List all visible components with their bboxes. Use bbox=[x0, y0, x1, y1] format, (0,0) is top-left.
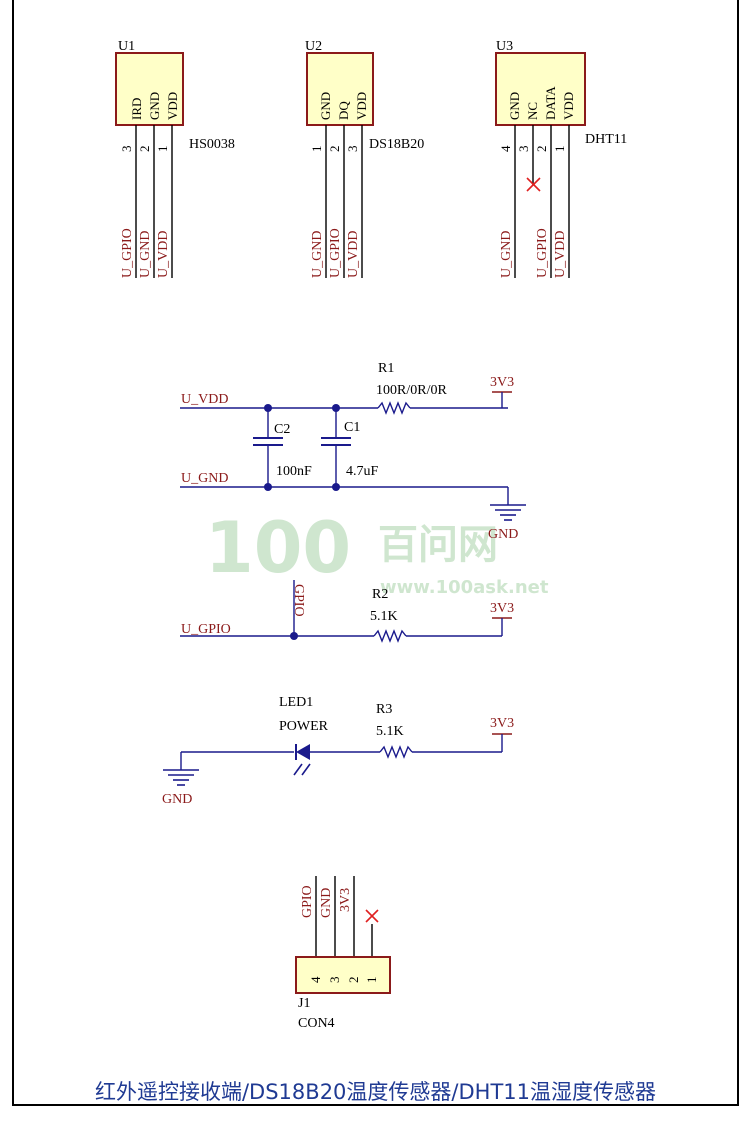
j1-pinno-3: 3 bbox=[327, 977, 342, 984]
j1-net-gpio: GPIO bbox=[300, 885, 315, 918]
no-connect-icon bbox=[526, 177, 541, 192]
r3-ref: R3 bbox=[376, 702, 392, 717]
u3-net-gnd: U_GND bbox=[499, 231, 514, 278]
u2-pin-gnd: GND bbox=[318, 92, 333, 120]
u2-pinno-1: 1 bbox=[309, 146, 324, 153]
c1-capacitor[interactable]: C1 4.7uF bbox=[321, 408, 379, 487]
j1-body bbox=[295, 956, 391, 994]
u3-pin-nc: NC bbox=[525, 102, 540, 120]
u1-pinno-1: 1 bbox=[155, 146, 170, 153]
u3-pin-gnd: GND bbox=[507, 92, 522, 120]
net-3v3-2: 3V3 bbox=[490, 601, 514, 616]
u2-pin-vdd: VDD bbox=[354, 92, 369, 120]
net-gnd-2: GND bbox=[162, 792, 192, 807]
u3-dht11[interactable]: U3 GND NC DATA VDD 4 3 2 1 DHT11 U_GND U… bbox=[495, 39, 627, 278]
j1-connector[interactable]: GPIO GND 3V3 4 3 2 1 J1 CON4 bbox=[295, 876, 391, 1031]
u3-net-gpio: U_GPIO bbox=[535, 228, 550, 278]
u1-pinno-2: 2 bbox=[137, 146, 152, 153]
u1-value: HS0038 bbox=[189, 137, 235, 152]
j1-pinno-1: 1 bbox=[364, 977, 379, 984]
u2-net-vdd: U_VDD bbox=[346, 231, 361, 278]
u3-net-vdd: U_VDD bbox=[553, 231, 568, 278]
u1-pinno-3: 3 bbox=[119, 146, 134, 153]
u1-pin-vdd: VDD bbox=[165, 92, 180, 120]
u1-net-vdd: U_VDD bbox=[156, 231, 171, 278]
c2-value: 100nF bbox=[276, 464, 312, 479]
u3-body bbox=[495, 52, 586, 126]
net-3v3-3: 3V3 bbox=[490, 716, 514, 731]
u3-pin-vdd: VDD bbox=[561, 92, 576, 120]
schematic-caption: 红外遥控接收端/DS18B20温度传感器/DHT11温湿度传感器 bbox=[94, 1080, 656, 1104]
u1-hs0038[interactable]: U1 IRD GND VDD 3 2 1 HS0038 U_GPIO U_GND… bbox=[115, 39, 235, 278]
j1-pinno-4: 4 bbox=[308, 976, 323, 983]
u3-pinno-2: 2 bbox=[534, 146, 549, 153]
ground-icon: GND bbox=[488, 487, 526, 542]
watermark-logo: 100 bbox=[205, 507, 351, 589]
u1-pin-gnd: GND bbox=[147, 92, 162, 120]
led1-ref: LED1 bbox=[279, 695, 313, 710]
c2-ref: C2 bbox=[274, 422, 290, 437]
u2-pinno-2: 2 bbox=[327, 146, 342, 153]
u1-net-gpio: U_GPIO bbox=[120, 228, 135, 278]
power-led[interactable]: LED1 POWER GND R3 5.1K 3V3 bbox=[162, 695, 514, 807]
u2-ref: U2 bbox=[305, 39, 322, 54]
j1-pinno-2: 2 bbox=[346, 977, 361, 984]
ground-icon-led: GND bbox=[162, 752, 199, 807]
led-icon bbox=[293, 744, 311, 776]
r1-value: 100R/0R/0R bbox=[376, 383, 447, 398]
watermark-url: www.100ask.net bbox=[380, 577, 549, 598]
no-connect-icon bbox=[365, 909, 379, 923]
c1-ref: C1 bbox=[344, 420, 360, 435]
u2-body bbox=[306, 52, 374, 126]
net-u-vdd: U_VDD bbox=[181, 392, 228, 407]
net-gpio-flag: GPIO bbox=[291, 584, 306, 617]
j1-net-gnd: GND bbox=[319, 888, 334, 918]
net-u-gpio: U_GPIO bbox=[181, 622, 231, 637]
net-gnd-1: GND bbox=[488, 527, 518, 542]
r2-value: 5.1K bbox=[370, 609, 398, 624]
u3-ref: U3 bbox=[496, 39, 513, 54]
watermark-cn: 百问网 bbox=[378, 522, 498, 568]
j1-value: CON4 bbox=[298, 1016, 335, 1031]
c2-capacitor[interactable]: C2 100nF bbox=[253, 408, 312, 487]
u1-pin-ird: IRD bbox=[129, 98, 144, 120]
r2-ref: R2 bbox=[372, 587, 388, 602]
led1-value: POWER bbox=[279, 719, 329, 734]
c1-value: 4.7uF bbox=[346, 464, 379, 479]
u2-pinno-3: 3 bbox=[345, 146, 360, 153]
r1-resistor[interactable]: R1 100R/0R/0R bbox=[376, 361, 508, 415]
u3-pinno-3: 3 bbox=[516, 146, 531, 153]
u2-ds18b20[interactable]: U2 GND DQ VDD 1 2 3 DS18B20 U_GND U_GPIO… bbox=[305, 39, 424, 278]
r3-value: 5.1K bbox=[376, 724, 404, 739]
j1-net-3v3: 3V3 bbox=[338, 888, 353, 912]
u1-ref: U1 bbox=[118, 39, 135, 54]
net-u-gnd: U_GND bbox=[181, 471, 228, 486]
u2-pin-dq: DQ bbox=[336, 101, 351, 120]
u2-net-gnd: U_GND bbox=[310, 231, 325, 278]
u1-body bbox=[115, 52, 184, 126]
u3-pinno-4: 4 bbox=[498, 145, 513, 152]
net-3v3-1: 3V3 bbox=[490, 375, 514, 390]
u2-net-gpio: U_GPIO bbox=[328, 228, 343, 278]
r1-ref: R1 bbox=[378, 361, 394, 376]
u1-net-gnd: U_GND bbox=[138, 231, 153, 278]
supply-3v3-r1: 3V3 bbox=[490, 375, 514, 408]
u2-value: DS18B20 bbox=[369, 137, 424, 152]
j1-ref: J1 bbox=[298, 996, 310, 1011]
u3-value: DHT11 bbox=[585, 132, 627, 147]
schematic-frame bbox=[12, 0, 739, 1106]
u3-pin-data: DATA bbox=[543, 86, 558, 120]
u3-pinno-1: 1 bbox=[552, 146, 567, 153]
gpio-pullup[interactable]: U_GPIO GPIO R2 5.1K 3V3 bbox=[180, 580, 514, 643]
power-filter[interactable]: U_VDD U_GND C2 100nF C1 4.7uF bbox=[180, 361, 526, 542]
watermark: 100 百问网 www.100ask.net bbox=[205, 507, 549, 598]
